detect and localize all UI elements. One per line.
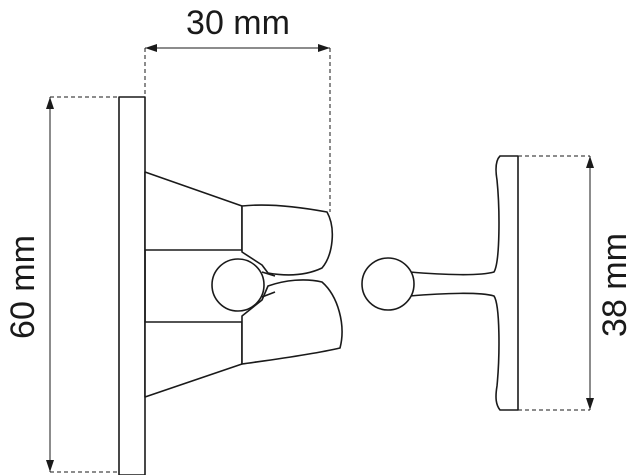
dimension-top-label: 30 mm (186, 4, 290, 42)
base-plate (118, 96, 146, 475)
bracket-upper-arm (144, 171, 243, 251)
dimension-top: 30 mm (144, 4, 331, 212)
socket-bracket (118, 96, 343, 475)
lower-jaw (241, 279, 343, 365)
dimension-right-label: 38 mm (596, 233, 634, 337)
dimension-left: 60 mm (4, 96, 119, 473)
bracket-lower-arm (144, 321, 243, 398)
connector-ball (361, 257, 415, 311)
dimension-left-label: 60 mm (4, 235, 42, 339)
connector-stem (409, 155, 519, 411)
upper-jaw (241, 204, 334, 276)
ball-connector (361, 155, 519, 411)
dimension-right: 38 mm (518, 155, 634, 411)
socket-ball (211, 258, 265, 312)
